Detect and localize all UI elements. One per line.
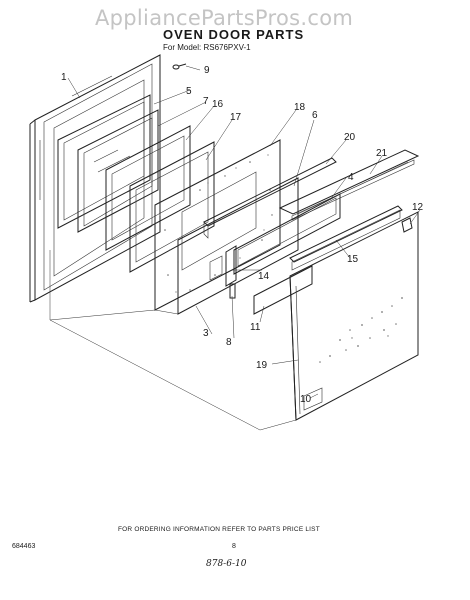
callout-8: 8 — [226, 337, 232, 348]
part-8-spacer — [229, 283, 236, 299]
callout-9: 9 — [204, 65, 210, 76]
callout-11: 11 — [250, 322, 261, 333]
callout-5: 5 — [186, 86, 192, 97]
part-7-inner-glass — [77, 109, 159, 233]
part-18-insulation — [154, 139, 281, 311]
handwritten-note: 878-6-10 — [206, 559, 247, 569]
callout-7: 7 — [203, 96, 209, 107]
part-16-glass-frame — [105, 125, 191, 251]
document-number: 684463 — [12, 543, 36, 550]
part-21-vent-trim — [278, 149, 420, 221]
ordering-info: FOR ORDERING INFORMATION REFER TO PARTS … — [118, 526, 320, 533]
part-4-outer-glass — [233, 193, 341, 275]
part-19-outer-door-panel — [289, 211, 419, 421]
callout-21: 21 — [376, 148, 388, 159]
part-1-inner-door-frame — [29, 54, 161, 303]
callout-16: 16 — [212, 99, 224, 110]
part-17-glass-pane — [129, 141, 215, 273]
diagram-title: OVEN DOOR PARTS — [163, 27, 305, 42]
callout-10: 10 — [300, 394, 312, 405]
callout-15: 15 — [347, 254, 359, 265]
callout-1: 1 — [61, 72, 67, 83]
callout-4: 4 — [348, 172, 354, 183]
part-20-bracket — [203, 157, 337, 239]
part-11-window-frame — [253, 265, 313, 315]
part-5-door-seal — [57, 94, 151, 229]
part-14-channel — [209, 245, 237, 287]
callout-14: 14 — [258, 271, 270, 282]
watermark: AppliancePartsPros.com — [95, 6, 354, 30]
part-6-panel — [177, 177, 299, 315]
model-subtitle: For Model: RS676PXV-1 — [163, 43, 251, 52]
part-15-handle — [289, 205, 403, 271]
part-12-clip — [401, 217, 413, 233]
callout-20: 20 — [344, 132, 356, 143]
part-9-screw — [172, 63, 187, 70]
callout-12: 12 — [412, 202, 424, 213]
page-number: 8 — [232, 543, 236, 550]
callout-3: 3 — [203, 328, 209, 339]
callout-18: 18 — [294, 102, 306, 113]
leader-lines — [67, 65, 421, 399]
callout-6: 6 — [312, 110, 318, 121]
callout-19: 19 — [256, 360, 268, 371]
callout-17: 17 — [230, 112, 242, 123]
